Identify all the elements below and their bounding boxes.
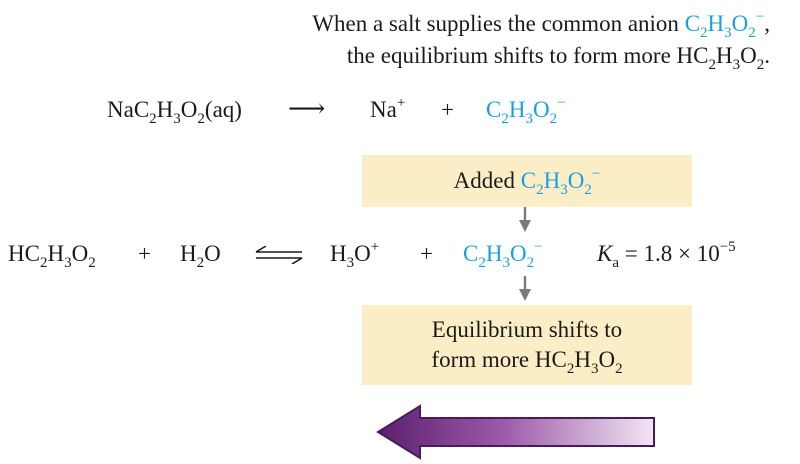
ka-expression: Ka = 1.8 × 10−5 xyxy=(597,239,736,271)
down-arrow-icon xyxy=(519,207,531,232)
hydronium-ion: H3O+ xyxy=(330,239,380,271)
acetic-acid: HC2H3O2 xyxy=(534,347,623,377)
equilibrium-arrows-icon xyxy=(255,246,303,264)
left-shift-arrow-icon xyxy=(376,404,655,460)
acetic-acid: HC2H3O2 xyxy=(8,241,96,271)
added-ion-label: Added C2H3O2− xyxy=(453,166,601,198)
note-line-1: When a salt supplies the common anion C2… xyxy=(312,9,770,41)
shift-label-line-1: Equilibrium shifts to xyxy=(431,317,623,342)
equilibrium-shift-box: Equilibrium shifts to form more HC2H3O2 xyxy=(362,305,692,385)
acetic-acid: HC2H3O2 xyxy=(676,43,765,73)
added-ion-box: Added C2H3O2− xyxy=(362,155,692,207)
acetate-ion: C2H3O2− xyxy=(463,239,543,271)
acetate-ion: C2H3O2− xyxy=(486,95,566,127)
note-line-2: the equilibrium shifts to form more HC2H… xyxy=(346,43,770,73)
down-arrow-icon xyxy=(519,276,531,301)
sodium-acetate: NaC2H3O2(aq) xyxy=(107,97,242,127)
plus-sign: + xyxy=(441,97,454,122)
plus-sign: + xyxy=(420,241,433,266)
acetate-ion: C2H3O2− xyxy=(520,166,601,198)
acetate-ion: C2H3O2− xyxy=(684,9,765,41)
plus-sign: + xyxy=(138,241,151,266)
water: H2O xyxy=(180,241,221,271)
shift-label-line-2: form more HC2H3O2 xyxy=(431,347,623,377)
reaction-arrow: ⟶ xyxy=(288,94,326,123)
sodium-ion: Na+ xyxy=(370,95,406,123)
